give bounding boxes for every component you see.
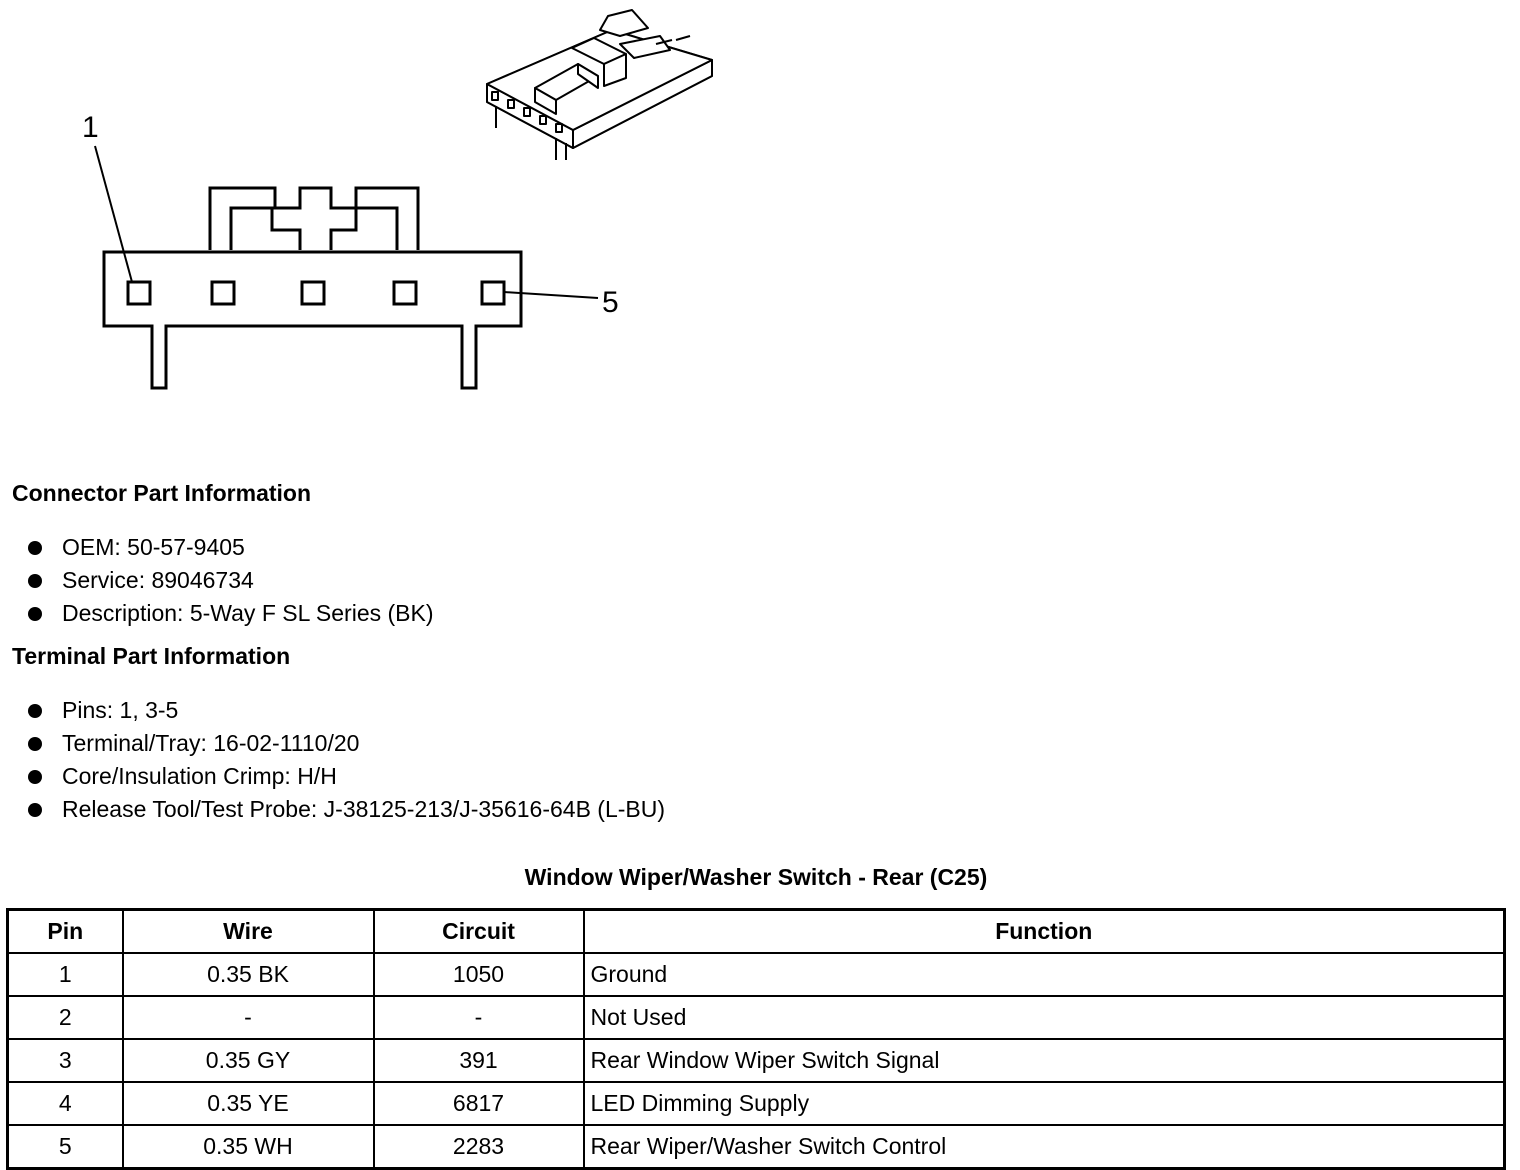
connector-diagram: 1 5: [82, 9, 713, 390]
terminal-cavity-5: [480, 280, 506, 306]
cell-function: LED Dimming Supply: [582, 1081, 1506, 1126]
bullet-icon: [28, 573, 42, 588]
bullet-icon: [28, 606, 42, 621]
bullet-icon: [28, 736, 42, 751]
list-item: Description: 5-Way F SL Series (BK): [28, 597, 434, 630]
list-item: Service: 89046734: [28, 564, 434, 597]
cell-pin: 3: [6, 1038, 124, 1083]
cell-function: Ground: [582, 952, 1506, 997]
terminal-cavity-3: [300, 280, 326, 306]
cell-wire: 0.35 YE: [121, 1081, 375, 1126]
table-row: 3 0.35 GY 391 Rear Window Wiper Switch S…: [6, 1038, 1506, 1083]
table-title: Window Wiper/Washer Switch - Rear (C25): [524, 864, 988, 890]
cell-function: Rear Wiper/Washer Switch Control: [582, 1124, 1506, 1170]
list-item: OEM: 50-57-9405: [28, 531, 434, 564]
terminal-cavity-1: [126, 280, 152, 306]
table-row: 4 0.35 YE 6817 LED Dimming Supply: [6, 1081, 1506, 1126]
pinout-table: Pin Wire Circuit Function 1 0.35 BK 1050…: [6, 908, 1506, 1170]
cell-circuit: 6817: [372, 1081, 585, 1126]
cell-wire: 0.35 GY: [121, 1038, 375, 1083]
table-row: 1 0.35 BK 1050 Ground: [6, 952, 1506, 997]
table-row: 5 0.35 WH 2283 Rear Wiper/Washer Switch …: [6, 1124, 1506, 1170]
callout-label-pin-5: 5: [602, 286, 619, 319]
callout-leaders: [94, 145, 599, 299]
terminal-cavity-4: [392, 280, 418, 306]
terminal-info-heading: Terminal Part Information: [12, 643, 291, 669]
bullet-icon: [28, 703, 42, 718]
terminal-info-list: Pins: 1, 3-5 Terminal/Tray: 16-02-1110/2…: [28, 694, 665, 826]
connector-info-list: OEM: 50-57-9405 Service: 89046734 Descri…: [28, 531, 434, 630]
cell-function: Rear Window Wiper Switch Signal: [582, 1038, 1506, 1083]
table-row: 2 - - Not Used: [6, 995, 1506, 1040]
cell-wire: -: [121, 995, 375, 1040]
connector-body: [102, 250, 523, 390]
cell-pin: 5: [6, 1124, 124, 1170]
list-item: Core/Insulation Crimp: H/H: [28, 760, 665, 793]
terminal-cavity-2: [210, 280, 236, 306]
connector-face: [102, 186, 523, 390]
cell-pin: 2: [6, 995, 124, 1040]
bullet-icon: [28, 769, 42, 784]
cell-wire: 0.35 WH: [121, 1124, 375, 1170]
cell-pin: 4: [6, 1081, 124, 1126]
list-item: Pins: 1, 3-5: [28, 694, 665, 727]
bullet-icon: [28, 802, 42, 817]
table-header-row: Pin Wire Circuit Function: [6, 908, 1506, 954]
connector-latch: [208, 186, 420, 250]
cell-circuit: -: [372, 995, 585, 1040]
cell-function: Not Used: [582, 995, 1506, 1040]
column-header-wire: Wire: [121, 908, 375, 954]
connector-info-heading: Connector Part Information: [12, 480, 312, 506]
list-item: Terminal/Tray: 16-02-1110/20: [28, 727, 665, 760]
column-header-pin: Pin: [6, 908, 124, 954]
cell-pin: 1: [6, 952, 124, 997]
bullet-icon: [28, 540, 42, 555]
list-item: Release Tool/Test Probe: J-38125-213/J-3…: [28, 793, 665, 826]
cell-circuit: 391: [372, 1038, 585, 1083]
connector-3d-illustration: [486, 9, 713, 160]
connector-latch-inner: [229, 206, 399, 250]
column-header-circuit: Circuit: [372, 908, 585, 954]
callout-label-pin-1: 1: [82, 111, 99, 144]
cell-circuit: 2283: [372, 1124, 585, 1170]
column-header-function: Function: [582, 908, 1506, 954]
cell-wire: 0.35 BK: [121, 952, 375, 997]
cell-circuit: 1050: [372, 952, 585, 997]
